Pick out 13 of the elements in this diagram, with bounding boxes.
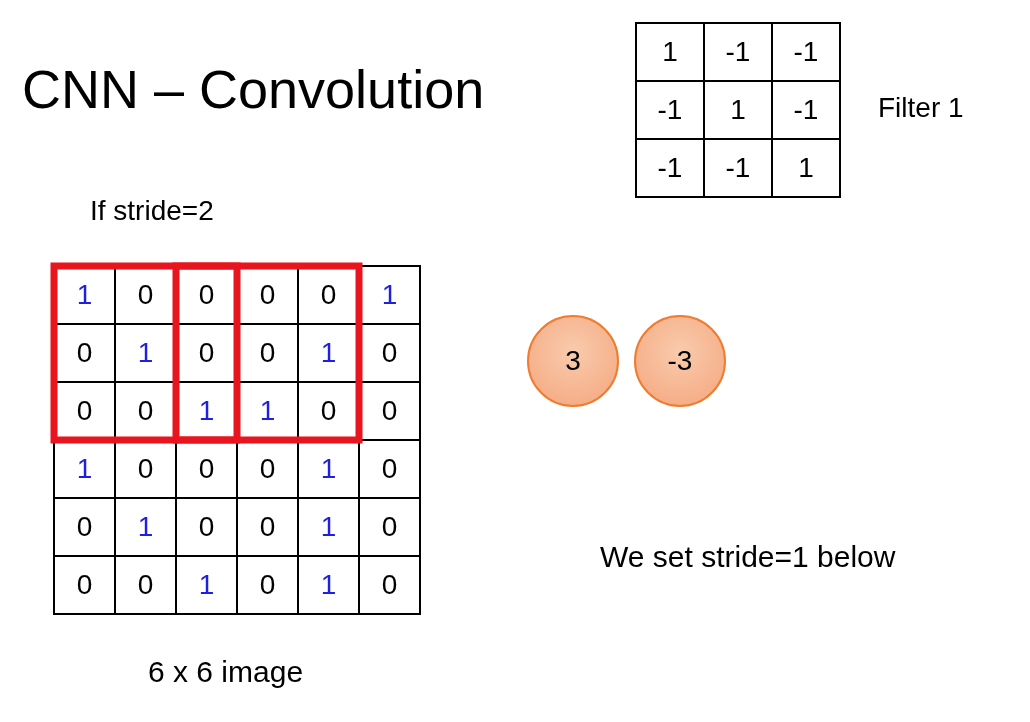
filter-label: Filter 1 <box>878 92 964 124</box>
result-circle: -3 <box>634 315 726 407</box>
table-cell: -1 <box>771 22 841 82</box>
title: CNN – Convolution <box>22 58 485 120</box>
result-circle: 3 <box>527 315 619 407</box>
table-cell: 0 <box>358 555 421 615</box>
table-cell: 1 <box>635 22 705 82</box>
table-cell: 0 <box>53 555 116 615</box>
table-cell: 1 <box>771 138 841 198</box>
stride-note: We set stride=1 below <box>600 540 896 574</box>
image-caption: 6 x 6 image <box>148 655 304 689</box>
table-cell: -1 <box>635 138 705 198</box>
stride-note: If stride=2 <box>90 195 214 227</box>
